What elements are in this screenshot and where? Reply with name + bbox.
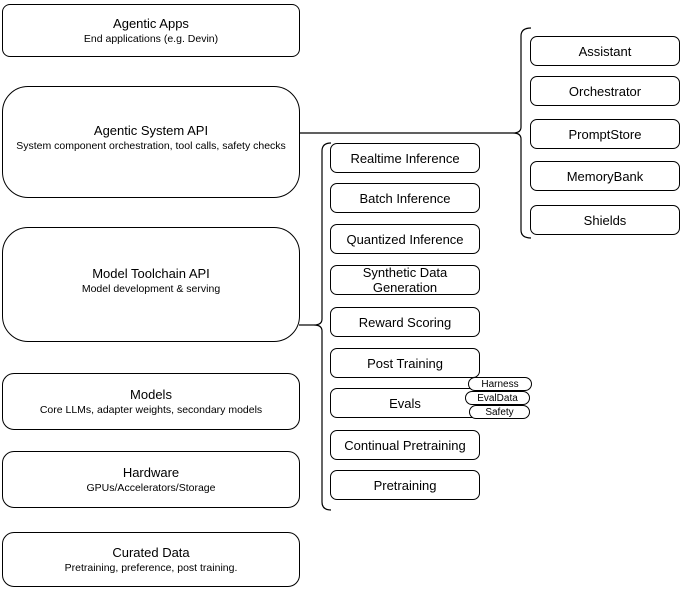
node-label: Shields xyxy=(583,212,627,228)
node-orchestrator: Orchestrator xyxy=(530,76,680,106)
tag-label: EvalData xyxy=(477,392,518,404)
tag-label: Safety xyxy=(485,406,514,418)
node-title: Curated Data xyxy=(112,545,190,560)
node-label: Assistant xyxy=(578,43,632,59)
node-label: Realtime Inference xyxy=(350,150,460,166)
node-label: Batch Inference xyxy=(359,190,451,206)
node-models: Models Core LLMs, adapter weights, secon… xyxy=(2,373,300,430)
node-label: Continual Pretraining xyxy=(344,437,466,453)
node-label: PromptStore xyxy=(568,126,642,142)
node-title: Agentic Apps xyxy=(113,16,189,31)
node-title: Agentic System API xyxy=(93,123,209,138)
node-title: Models xyxy=(130,387,172,402)
node-label: MemoryBank xyxy=(566,168,644,184)
node-label: Evals xyxy=(389,395,421,411)
node-shields: Shields xyxy=(530,205,680,235)
tag-safety: Safety xyxy=(469,405,530,419)
node-model-toolchain-api: Model Toolchain API Model development & … xyxy=(2,227,300,342)
node-subtitle: System component orchestration, tool cal… xyxy=(16,140,286,152)
node-synthetic-data-generation: Synthetic Data Generation xyxy=(330,265,480,295)
node-label: Quantized Inference xyxy=(346,231,464,247)
node-memorybank: MemoryBank xyxy=(530,161,680,191)
node-quantized-inference: Quantized Inference xyxy=(330,224,480,254)
node-evals: Evals xyxy=(330,388,480,418)
tag-label: Harness xyxy=(481,378,519,390)
tag-evaldata: EvalData xyxy=(465,391,530,405)
node-reward-scoring: Reward Scoring xyxy=(330,307,480,337)
node-realtime-inference: Realtime Inference xyxy=(330,143,480,173)
node-label: Reward Scoring xyxy=(358,314,452,330)
node-hardware: Hardware GPUs/Accelerators/Storage xyxy=(2,451,300,508)
node-post-training: Post Training xyxy=(330,348,480,378)
node-label: Post Training xyxy=(367,355,443,371)
node-promptstore: PromptStore xyxy=(530,119,680,149)
system-group-brace xyxy=(512,27,532,239)
node-curated-data: Curated Data Pretraining, preference, po… xyxy=(2,532,300,587)
tag-harness: Harness xyxy=(468,377,532,391)
node-continual-pretraining: Continual Pretraining xyxy=(330,430,480,460)
node-subtitle: GPUs/Accelerators/Storage xyxy=(86,482,216,494)
node-subtitle: Core LLMs, adapter weights, secondary mo… xyxy=(39,404,263,416)
node-label: Synthetic Data Generation xyxy=(362,265,448,295)
node-subtitle: Pretraining, preference, post training. xyxy=(64,562,238,574)
node-label: Orchestrator xyxy=(568,83,642,99)
node-subtitle: Model development & serving xyxy=(81,282,221,295)
node-assistant: Assistant xyxy=(530,36,680,66)
node-agentic-system-api: Agentic System API System component orch… xyxy=(2,86,300,198)
toolchain-group-brace xyxy=(313,142,332,511)
node-batch-inference: Batch Inference xyxy=(330,183,480,213)
node-title: Model Toolchain API xyxy=(92,265,210,281)
node-title: Hardware xyxy=(122,465,180,480)
node-pretraining: Pretraining xyxy=(330,470,480,500)
node-label: Pretraining xyxy=(373,477,437,493)
node-subtitle: End applications (e.g. Devin) xyxy=(83,33,219,45)
node-agentic-apps: Agentic Apps End applications (e.g. Devi… xyxy=(2,4,300,57)
